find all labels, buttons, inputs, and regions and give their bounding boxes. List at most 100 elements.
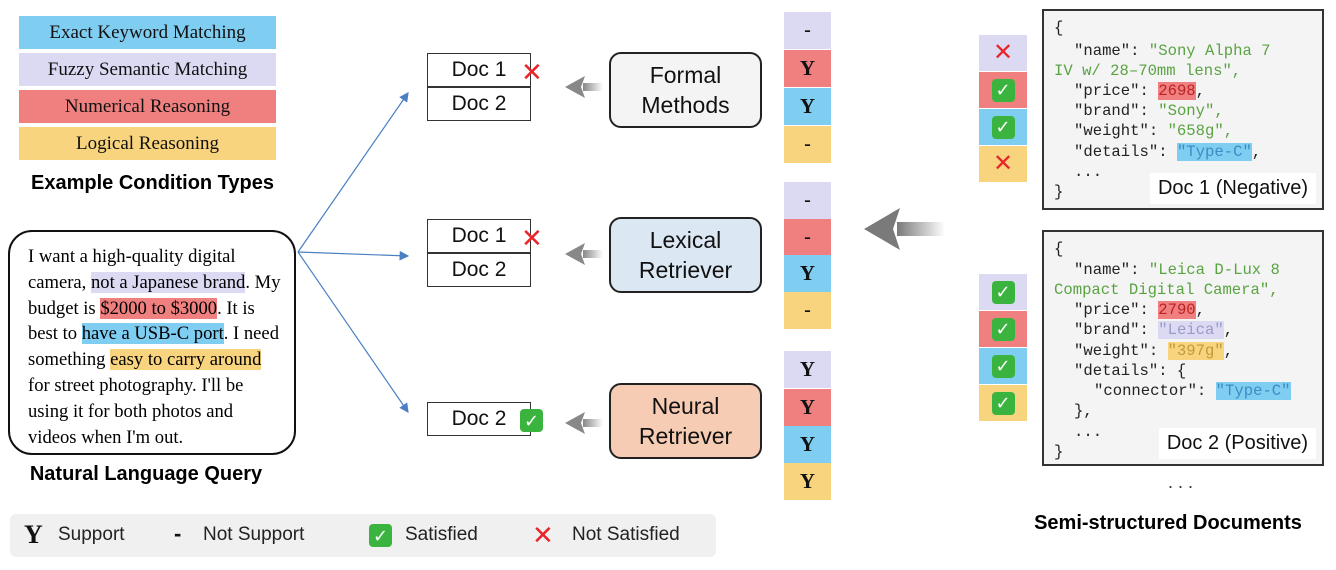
legend: Y Support - Not Support ✓ Satisfied ✕ No… — [10, 514, 716, 557]
legend-dash-symbol: - — [174, 521, 182, 546]
query-text-4: . I need something — [28, 323, 279, 371]
cross-icon: ✕ — [992, 39, 1014, 66]
query-to-doc-arrows — [297, 92, 410, 413]
json-name-line: "name": "Leica D-Lux 8 — [1074, 261, 1280, 279]
formal-result-docs: Doc 1 Doc 2 — [427, 53, 531, 123]
query-highlight-budget: $2000 to $3000 — [100, 297, 218, 319]
json-key: "name": — [1074, 42, 1149, 60]
json-details-close: }, — [1074, 402, 1093, 420]
json-brace-open: { — [1054, 240, 1064, 258]
json-string: "397g" — [1167, 342, 1224, 360]
method-lexical: Lexical Retriever — [609, 217, 762, 293]
json-key: "weight": — [1074, 122, 1168, 140]
lexical-doc1: Doc 1 — [427, 219, 531, 253]
json-price-line: "price": 2790, — [1074, 301, 1206, 319]
formal-doc1: Doc 1 — [427, 53, 531, 87]
condition-fuzzy-semantic: Fuzzy Semantic Matching — [19, 53, 276, 86]
json-string: "Sony", — [1158, 102, 1224, 120]
lexical-support-cell: - — [784, 219, 831, 256]
query-text-3: . It is best to — [28, 297, 255, 345]
condition-types-title: Example Condition Types — [31, 172, 274, 194]
formal-doc1-cross-icon: ✕ — [521, 57, 543, 87]
condition-exact-keyword: Exact Keyword Matching — [19, 16, 276, 49]
condition-logical: Logical Reasoning — [19, 127, 276, 160]
json-key: "connector": — [1094, 382, 1216, 400]
query-bubble: I want a high-quality digital camera, no… — [8, 230, 296, 455]
formal-support-cell: - — [784, 12, 831, 49]
doc2-status-cell: ✓ — [979, 311, 1027, 347]
json-brand-line: "brand": "Leica", — [1074, 321, 1234, 339]
json-key: "brand": — [1074, 102, 1159, 120]
method-formal: Formal Methods — [609, 52, 762, 128]
query-text-5: for street photography. I'll be using it… — [28, 374, 244, 448]
json-brand-line: "brand": "Sony", — [1074, 102, 1224, 120]
json-string: "Leica D-Lux 8 — [1148, 261, 1280, 279]
condition-numerical: Numerical Reasoning — [19, 90, 276, 123]
documents-ellipsis: . . . — [1168, 472, 1194, 492]
method-output-arrows — [565, 76, 603, 434]
legend-support: Support — [58, 524, 125, 545]
json-string: "658g", — [1167, 122, 1234, 140]
neural-support-cell: Y — [784, 351, 831, 388]
method-neural: Neural Retriever — [609, 383, 762, 459]
doc2-label: Doc 2 (Positive) — [1158, 428, 1316, 459]
legend-check-icon: ✓ — [369, 524, 392, 547]
json-ellipsis: ... — [1074, 163, 1103, 181]
json-string: "Type-C" — [1176, 143, 1252, 161]
json-name-cont: Compact Digital Camera", — [1054, 281, 1279, 299]
json-name-line: "name": "Sony Alpha 7 — [1074, 42, 1271, 60]
json-number: 2790 — [1158, 301, 1196, 319]
json-number: 2698 — [1158, 82, 1196, 100]
lexical-doc2: Doc 2 — [427, 253, 531, 287]
json-ellipsis: ... — [1074, 423, 1103, 441]
check-icon: ✓ — [991, 115, 1015, 139]
query-highlight-usbc: have a USB-C port — [81, 323, 224, 345]
query-highlight-portable: easy to carry around — [110, 349, 262, 371]
lexical-support-cell: Y — [784, 255, 831, 292]
json-string: "Sony Alpha 7 — [1148, 42, 1271, 60]
neural-support-cell: Y — [784, 463, 831, 500]
doc1-json-card: { "name": "Sony Alpha 7 IV w/ 28–70mm le… — [1042, 9, 1324, 210]
query-title: Natural Language Query — [29, 463, 263, 485]
doc1-status-cell: ✕ — [979, 35, 1027, 71]
json-key: "brand": — [1074, 321, 1159, 339]
lexical-support-cell: - — [784, 292, 831, 329]
neural-support-cell: Y — [784, 426, 831, 463]
legend-satisfied: Satisfied — [405, 524, 478, 545]
json-key: "details": — [1074, 143, 1177, 161]
json-key: "name": — [1074, 261, 1149, 279]
doc1-status-cell: ✕ — [979, 146, 1027, 182]
neural-result-docs: Doc 2 — [427, 402, 531, 438]
json-string: "Type-C" — [1215, 382, 1291, 400]
formal-support-cell: Y — [784, 88, 831, 125]
formal-support-cell: Y — [784, 50, 831, 87]
json-connector-line: "connector": "Type-C" — [1094, 382, 1291, 400]
doc2-status-cell: ✓ — [979, 348, 1027, 384]
query-text-2: . My budget is — [28, 271, 281, 319]
legend-y-symbol: Y — [24, 520, 43, 549]
documents-title: Semi-structured Documents — [1034, 512, 1302, 534]
json-name-cont: IV w/ 28–70mm lens", — [1054, 62, 1242, 80]
legend-not-satisfied: Not Satisfied — [572, 524, 680, 545]
neural-doc2-check-icon: ✓ — [520, 409, 543, 432]
documents-input-arrow — [864, 208, 945, 250]
cross-icon: ✕ — [992, 150, 1014, 177]
json-details-line: "details": { — [1074, 362, 1187, 380]
check-icon: ✓ — [991, 317, 1015, 341]
lexical-support-cell: - — [784, 182, 831, 219]
check-icon: ✓ — [991, 280, 1015, 304]
check-icon: ✓ — [991, 354, 1015, 378]
json-weight-line: "weight": "658g", — [1074, 122, 1233, 140]
json-brace-open: { — [1054, 19, 1064, 37]
doc2-json-card: { "name": "Leica D-Lux 8 Compact Digital… — [1042, 230, 1324, 466]
neural-doc2: Doc 2 — [427, 402, 531, 436]
legend-cross-icon: ✕ — [532, 520, 554, 550]
json-weight-line: "weight": "397g", — [1074, 342, 1234, 360]
query-highlight-brand: not a Japanese brand — [90, 271, 246, 293]
doc2-status-cell: ✓ — [979, 385, 1027, 421]
json-brace-close: } — [1054, 443, 1064, 461]
json-string: "Leica" — [1158, 321, 1224, 339]
doc1-status-cell: ✓ — [979, 109, 1027, 145]
